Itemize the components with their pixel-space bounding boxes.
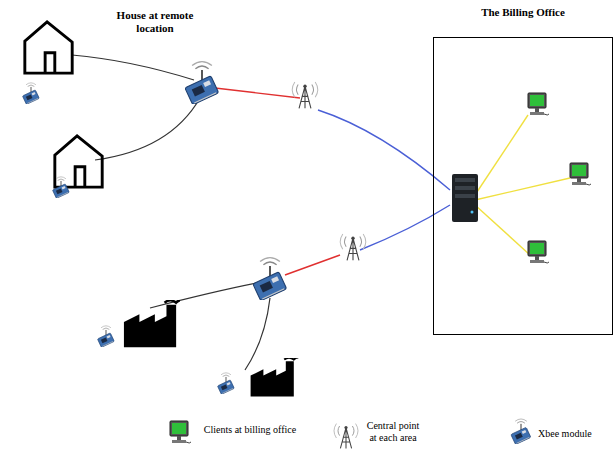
box-heading: The Billing Office	[478, 6, 568, 19]
office-frame	[433, 37, 613, 335]
legend-text: Central point at each area	[365, 420, 421, 443]
legend-text: Xbee module	[538, 428, 612, 440]
legend-text: Clients at billing office	[200, 424, 300, 436]
area-label: House at remote location	[110, 9, 200, 34]
billing-office-box: The Billing Office	[433, 6, 613, 335]
